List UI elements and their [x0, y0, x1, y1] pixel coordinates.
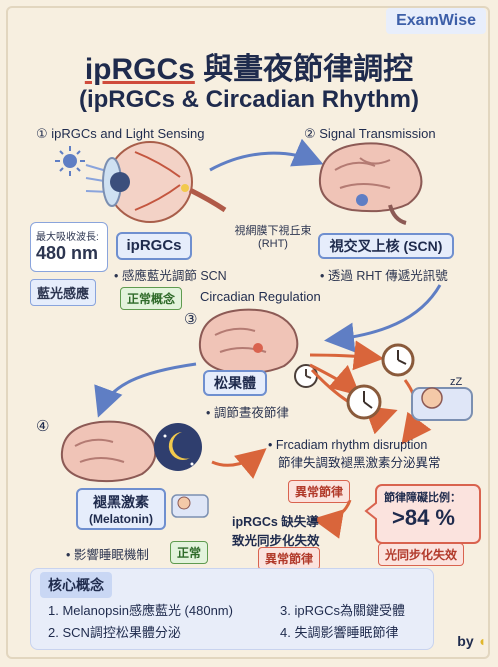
abnormal-rhythm-tag-1: 異常節律 [288, 480, 351, 503]
step-4-number: ④ [36, 418, 50, 435]
core-item-2: 2. SCN調控松果體分泌 [48, 625, 181, 640]
sync-failure-tag: 光同步化失效 [378, 543, 465, 566]
core-item-3: 3. ipRGCs為關鍵受體 [280, 603, 405, 618]
brand-badge: ExamWise [386, 8, 486, 34]
normal-concept-tag: 正常概念 [120, 287, 183, 310]
scn-bullet: • 透過 RHT 傳遞光訊號 [320, 269, 448, 283]
step-2-label: ② Signal Transmission [304, 126, 436, 141]
iprgc-bullet: • 感應藍光調節 SCN [114, 269, 227, 283]
peak-wavelength-callout: 最大吸收波長: 480 nm [30, 222, 108, 272]
page-title: ipRGCs 與晝夜節律調控 [0, 44, 498, 88]
step-3-number: ③ [184, 311, 198, 328]
step-1-label: ① ipRGCs and Light Sensing [36, 126, 205, 141]
title-main: ipRGCs [84, 53, 195, 86]
rht-label: 視網膜下視丘束 (RHT) [234, 225, 312, 250]
peak-value: 480 nm [36, 243, 99, 263]
stat-value: >84 % [392, 505, 455, 530]
pineal-bullet: • 調節晝夜節律 [206, 406, 289, 420]
brain-pineal-icon [198, 308, 299, 375]
clock-icon [346, 384, 382, 420]
svg-text:zZ: zZ [450, 376, 463, 388]
core-concepts-title: 核心概念 [40, 572, 112, 598]
moon-icon [154, 423, 202, 471]
scn-box: 視交叉上核 (SCN) [318, 233, 454, 259]
iprgc-box: ipRGCs [116, 232, 192, 260]
normal-tag: 正常 [170, 541, 209, 564]
step-3-label: Circadian Regulation [200, 289, 321, 304]
title-rest: 與晝夜節律調控 [194, 53, 414, 86]
disruption-line-1: • Frcadiam rhythm disruption [268, 438, 428, 452]
banana-icon: ◖ [477, 633, 486, 649]
clock-icon [381, 343, 415, 377]
sleeping-person-icon [171, 494, 209, 518]
pineal-box: 松果體 [203, 370, 267, 396]
melatonin-bullet: • 影響睡眠機制 [66, 548, 149, 562]
disruption-line-2: 節律失調致褪黑激素分泌異常 [278, 456, 441, 470]
by-credit: by ◖ [457, 633, 486, 649]
sleeping-person-icon: zZ [411, 376, 473, 421]
page-frame [6, 6, 490, 659]
core-item-1: 1. Melanopsin感應藍光 (480nm) [48, 603, 233, 618]
page-subtitle: (ipRGCs & Circadian Rhythm) [78, 86, 420, 113]
peak-label: 最大吸收波長: [36, 232, 99, 243]
brain-scn-icon [318, 142, 423, 225]
iprgc-loss-text: ipRGCs 缺失導 致光同步化失效 [232, 515, 320, 548]
stat-label: 節律障礙比例： [384, 492, 461, 504]
brain-melatonin-icon [60, 420, 157, 483]
disruption-text: • Frcadiam rhythm disruption 節律失調致褪黑激素分泌… [268, 438, 441, 471]
eye-icon [102, 141, 227, 223]
sun-icon [55, 146, 85, 176]
abnormal-rhythm-tag-2: 異常節律 [258, 547, 321, 570]
core-item-4: 4. 失調影響睡眠節律 [280, 625, 399, 640]
blue-light-sensing-label: 藍光感應 [30, 279, 97, 306]
melatonin-box: 褪黑激素 (Melatonin) [76, 488, 166, 530]
